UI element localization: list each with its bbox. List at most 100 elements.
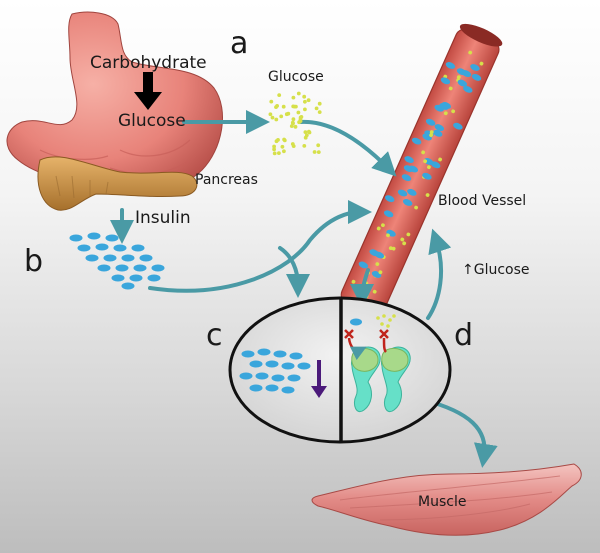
vessel-insulin — [457, 79, 468, 87]
cell-insulin-molecule — [249, 384, 263, 392]
glucose-molecule — [280, 144, 285, 149]
vessel-glucose — [375, 262, 380, 266]
glucose-molecule — [303, 107, 307, 112]
insulin-molecule — [113, 244, 127, 252]
vessel-glucose — [468, 50, 473, 55]
glucose-molecule — [316, 143, 321, 148]
glucose-molecule — [279, 114, 284, 119]
panel-letter-a: a — [230, 26, 249, 61]
insulin-label: Insulin — [135, 208, 191, 228]
blocked-marks — [344, 329, 389, 361]
insulin-to-cell-arrow — [278, 246, 310, 298]
cell-insulin-molecule — [281, 362, 295, 370]
panel-letter-c: c — [206, 318, 223, 353]
insulin-molecule — [133, 264, 147, 272]
vessel-insulin — [434, 104, 444, 112]
cell-to-vessel-arrow — [426, 228, 452, 320]
vessel-insulin — [411, 137, 422, 145]
vessel-insulin — [445, 62, 456, 69]
glucose-molecule — [275, 104, 279, 108]
vessel-glucose — [448, 86, 453, 91]
glucose-molecule — [277, 93, 282, 97]
insulin-molecule — [121, 282, 135, 290]
blood-vessel-label: Blood Vessel — [438, 193, 527, 209]
glucose-molecule — [296, 110, 301, 115]
glucose-molecule — [290, 120, 295, 125]
glucose-molecule — [268, 112, 273, 117]
vessel-glucose — [400, 237, 405, 242]
glucose-molecule — [304, 133, 309, 138]
vessel-insulin — [470, 64, 480, 71]
glucose-molecule — [282, 149, 286, 154]
muscle-label: Muscle — [418, 494, 467, 510]
vessel-glucose — [414, 205, 418, 210]
blood-glucose-to-vessel-arrow — [298, 119, 397, 177]
glucose-molecule — [284, 112, 289, 117]
cell-insulin-molecules — [239, 348, 311, 394]
glucose-molecule — [269, 99, 274, 104]
vessel-insulin — [384, 195, 395, 203]
vessel-glucose — [388, 246, 393, 251]
glucose-molecule — [289, 124, 294, 128]
vessel-insulin — [401, 174, 412, 182]
insulin-molecules — [69, 232, 165, 290]
glucose-molecule — [317, 101, 322, 106]
blood-vessel — [337, 23, 503, 322]
vessel-glucose — [402, 241, 407, 246]
vessel-glucose — [429, 133, 434, 138]
cell-insulin-molecule — [297, 362, 311, 370]
glucose-molecule — [307, 129, 311, 134]
glucose-molecule — [291, 144, 296, 149]
glucose-stomach-label: Glucose — [118, 111, 186, 131]
vessel-glucose — [421, 150, 426, 155]
vessel-insulin — [358, 261, 369, 269]
insulin-molecule — [85, 254, 99, 262]
vessel-glucose — [391, 246, 396, 251]
glucose-molecule — [291, 95, 296, 100]
vessel-insulin — [433, 129, 443, 137]
glucose-molecule — [303, 130, 308, 135]
glucose-molecule — [314, 106, 319, 111]
insulin-molecule — [121, 254, 135, 262]
glucose-molecule — [277, 151, 281, 156]
vessel-insulin — [422, 172, 432, 180]
vessel-insulin — [402, 199, 413, 206]
vessel-insulin — [397, 189, 408, 197]
cell-insulin-molecule — [281, 386, 295, 394]
insulin-molecule — [111, 274, 125, 282]
vessel-insulin — [471, 73, 482, 81]
vessel-insulin — [430, 161, 441, 169]
vessel-insulin — [434, 124, 445, 132]
cell-insulin-molecule — [287, 374, 301, 382]
glucose-molecule — [270, 115, 275, 120]
vessel-glucose — [429, 130, 434, 134]
vessel-insulin — [453, 122, 463, 130]
glucose-molecule — [312, 150, 317, 154]
glucose-molecule — [306, 98, 311, 103]
insulin-molecule — [129, 274, 143, 282]
panel-letter-d: d — [454, 318, 474, 353]
vessel-glucose — [386, 233, 390, 238]
insulin-molecule — [87, 232, 101, 240]
vessel-insulin — [374, 251, 385, 259]
vessel-insulin — [463, 85, 473, 93]
vessel-glucose — [479, 61, 484, 66]
vessel-glucose — [427, 165, 431, 170]
pancreas-label: Pancreas — [195, 172, 258, 188]
glucose-molecule — [274, 117, 279, 122]
vessel-insulin — [440, 77, 451, 85]
vessel-insulin — [425, 118, 436, 126]
insulin-molecule — [147, 274, 161, 282]
glucose-molecule — [282, 137, 286, 142]
glucose-molecule — [272, 151, 277, 156]
cell-top-molecules — [350, 314, 396, 328]
insulin-molecule — [139, 254, 153, 262]
insulin-molecule — [97, 264, 111, 272]
vessel-glucose — [438, 157, 443, 162]
vessel-glucose — [351, 279, 356, 284]
glucose-molecule — [272, 144, 276, 149]
insulin-molecule — [77, 244, 91, 252]
glucose-molecule — [274, 139, 279, 144]
glucose-molecule — [281, 104, 286, 109]
